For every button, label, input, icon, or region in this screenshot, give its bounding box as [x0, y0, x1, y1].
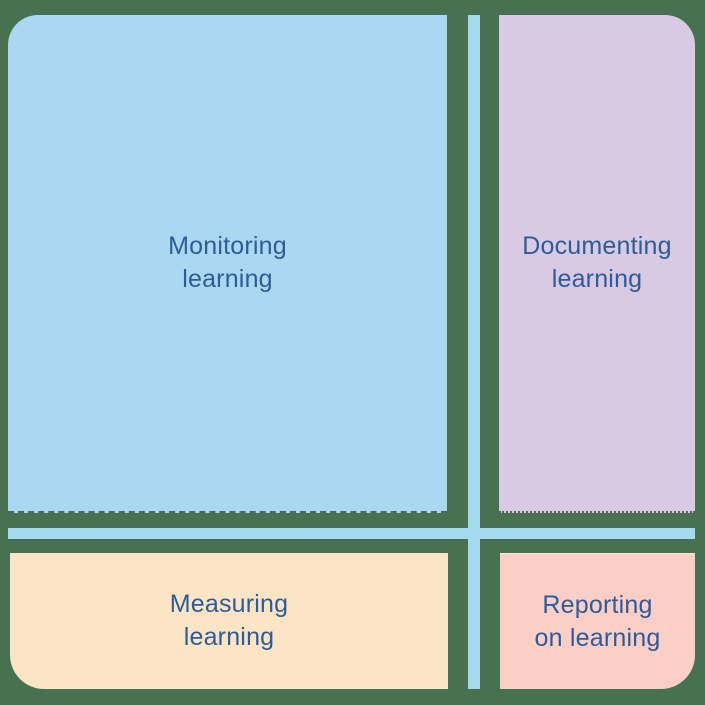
- quadrant-label-line: learning: [182, 265, 273, 293]
- vertical-divider-stripe: [468, 15, 480, 689]
- quadrant-monitoring-learning: Monitoring learning: [8, 15, 447, 513]
- horizontal-divider-stripe: [8, 528, 695, 539]
- quadrant-reporting-on-learning: Reporting on learning: [500, 553, 695, 689]
- quadrant-label-line: Measuring: [169, 590, 289, 618]
- quadrant-label-line: Reporting: [542, 590, 653, 619]
- quadrant-documenting-learning: Documenting learning: [499, 15, 695, 513]
- quadrant-label-line: learning: [183, 623, 275, 651]
- quadrant-label-line: on learning: [534, 623, 661, 652]
- quadrant-measuring-learning: Measuring learning: [10, 553, 448, 689]
- quadrant-label-line: Monitoring: [168, 232, 287, 260]
- quadrant-label-line: learning: [551, 265, 643, 293]
- quadrant-label-line: Documenting: [522, 232, 672, 260]
